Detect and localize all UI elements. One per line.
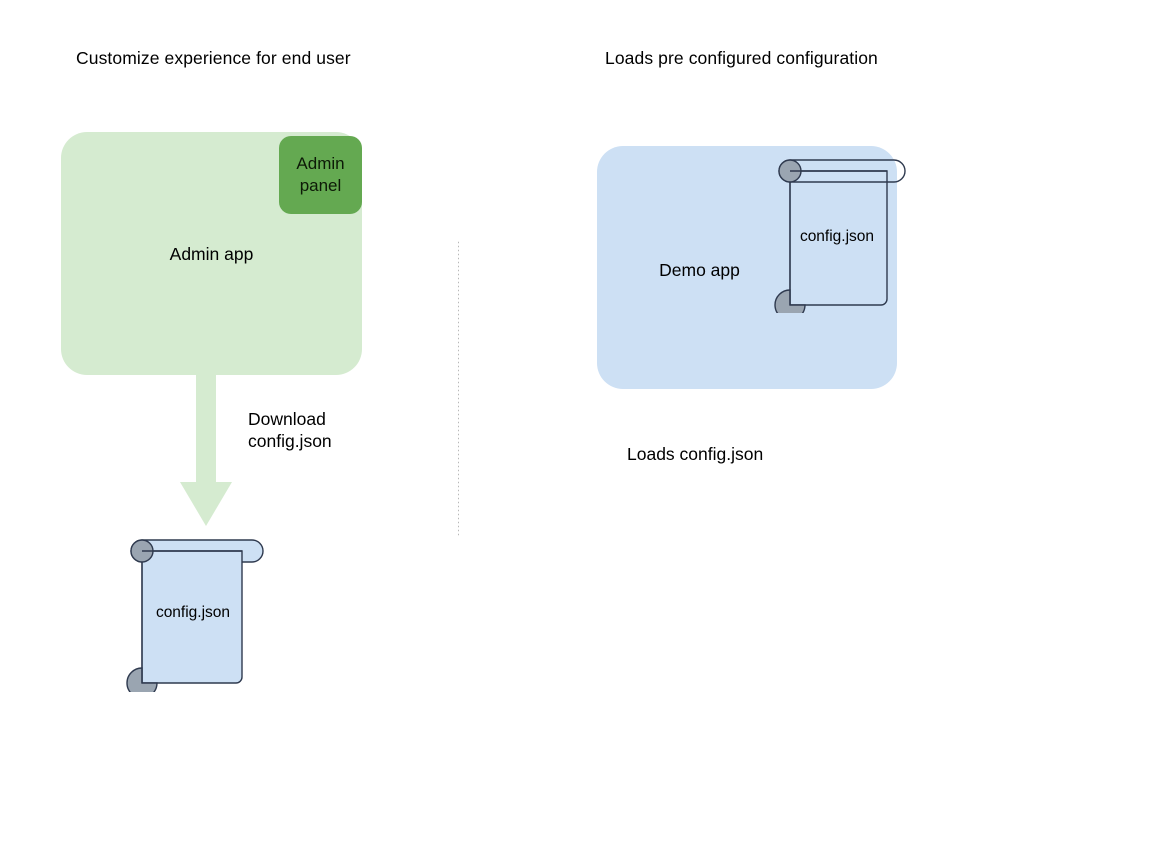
config-json-label-right: config.json	[799, 228, 875, 245]
download-arrow-label-line1: Download	[248, 409, 326, 429]
config-json-document-left[interactable]	[118, 527, 268, 692]
scroll-body	[141, 550, 243, 684]
admin-app-label: Admin app	[169, 244, 254, 264]
config-json-label-left: config.json	[155, 604, 231, 621]
scroll-bottom-curl	[774, 289, 806, 313]
scroll-body	[789, 170, 888, 306]
config-json-document-right[interactable]	[770, 150, 915, 313]
admin-panel-label-line1: Admin	[296, 154, 345, 173]
download-arrow-shape	[180, 370, 232, 526]
vertical-dotted-divider	[458, 241, 459, 538]
scroll-bottom-curl	[126, 667, 158, 692]
right-column-title: Loads pre configured configuration	[605, 48, 878, 68]
admin-panel-label: Admin panel	[296, 153, 344, 197]
download-arrow-icon	[180, 370, 232, 526]
download-arrow-label-line2: config.json	[248, 431, 332, 451]
demo-app-label: Demo app	[659, 260, 740, 280]
admin-panel-box[interactable]: Admin panel	[279, 136, 362, 214]
admin-panel-label-line2: panel	[299, 176, 342, 195]
loads-config-caption: Loads config.json	[627, 444, 764, 464]
demo-app-container	[597, 146, 897, 389]
left-column-title: Customize experience for end user	[76, 48, 351, 68]
